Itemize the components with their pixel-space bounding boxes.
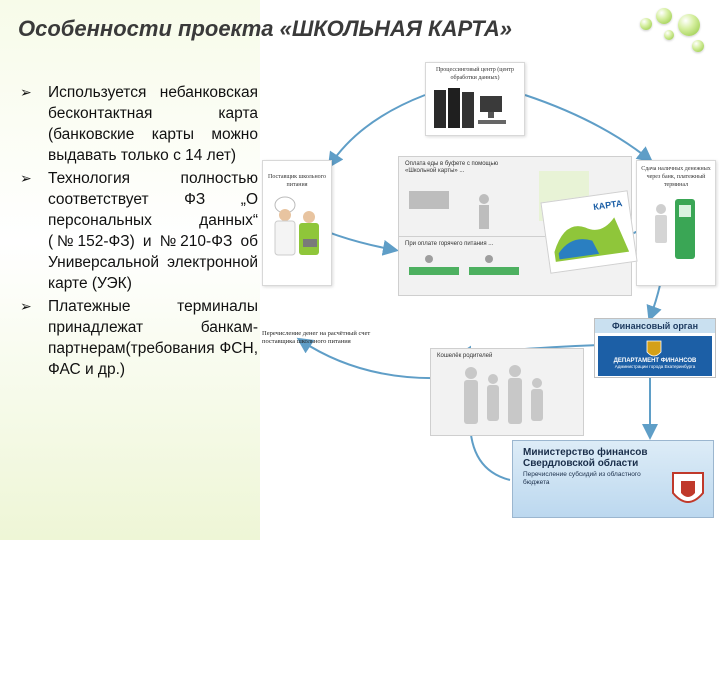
processing-center-box: Процессинговый центр (центр обработки да… [425, 62, 525, 136]
ministry-box: Министерство финансов Свердловской облас… [512, 440, 714, 518]
family-icon [431, 349, 583, 435]
cash-deposit-box: Сдача наличных денежных через банк, плат… [636, 160, 716, 286]
school-card-image: КАРТА [540, 190, 637, 274]
emblem-icon [646, 340, 662, 360]
server-icon [426, 82, 524, 132]
food-supplier-box: Поставщик школьного питания [262, 160, 332, 286]
ministry-emblem-icon [671, 471, 705, 511]
chefs-icon [263, 189, 331, 269]
parents-panel: Кошелёк родителей [430, 348, 584, 436]
payment-terminal-icon [637, 189, 715, 269]
transfer-note: Перечисление денег на расчётный счет пос… [262, 330, 402, 346]
